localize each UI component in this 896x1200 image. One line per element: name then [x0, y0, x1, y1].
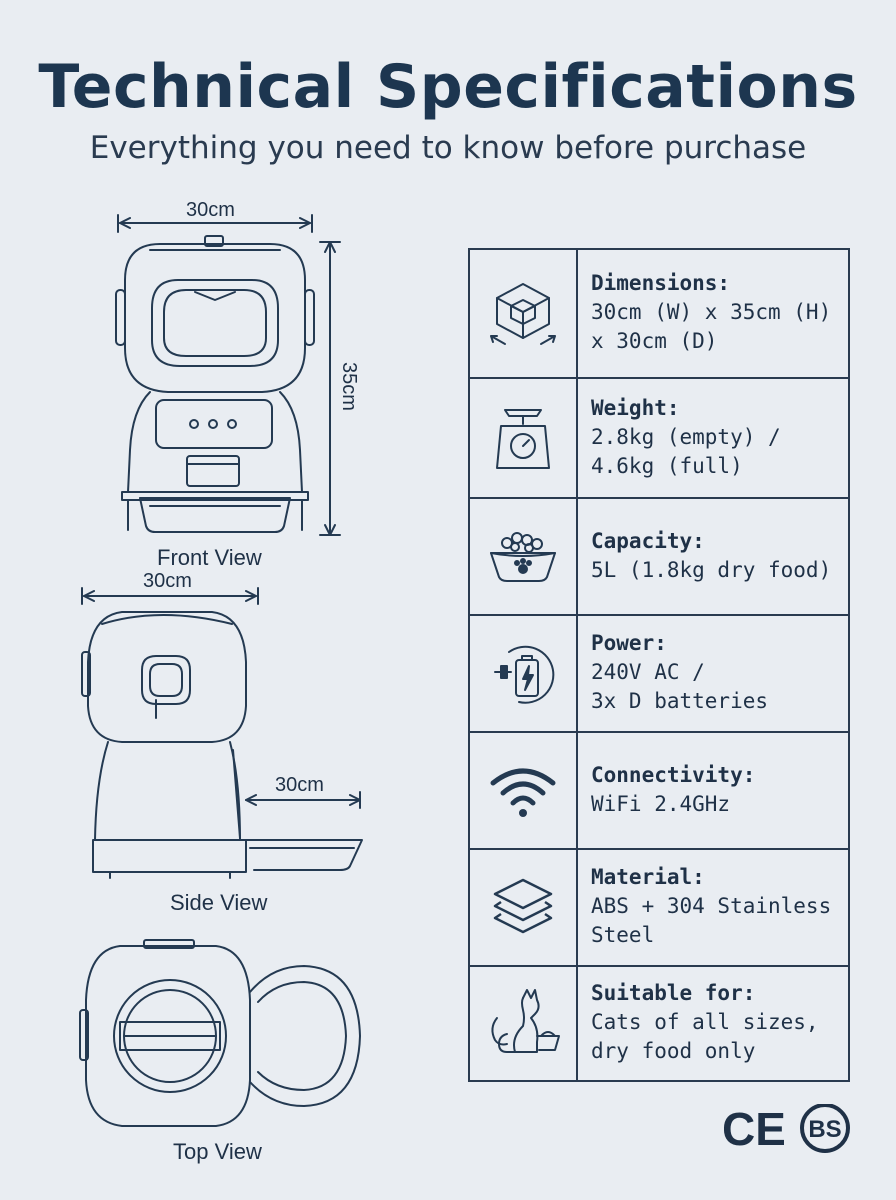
- page-title: Technical Specifications: [38, 52, 858, 122]
- food-bowl-icon: [490, 531, 556, 582]
- spec-value: ABS + 304 Stainless Steel: [591, 894, 832, 947]
- spec-key: Dimensions:: [591, 271, 731, 295]
- spec-key: Power:: [591, 631, 667, 655]
- battery-plug-icon: [494, 645, 555, 704]
- front-height-label: 35cm: [338, 362, 360, 411]
- spec-table: Dimensions: 30cm (W) x 35cm (H) x 30cm (…: [468, 248, 850, 1082]
- spec-key: Connectivity:: [591, 762, 756, 787]
- front-view-label: Front View: [157, 545, 262, 570]
- bs-mark-text: BS: [808, 1116, 841, 1143]
- spec-key: Material:: [591, 865, 705, 889]
- spec-row-suitable: Suitable for: Cats of all sizes, dry foo…: [468, 965, 850, 1082]
- spec-row-power: Power: 240V AC / 3x D batteries: [468, 614, 850, 733]
- top-view-drawing: [79, 939, 361, 1127]
- front-view-drawing: [115, 214, 341, 536]
- side-view-drawing: [81, 587, 363, 879]
- spec-value: 2.8kg (empty) / 4.6kg (full): [591, 424, 781, 478]
- spec-key: Suitable for:: [591, 981, 756, 1005]
- top-view-label: Top View: [173, 1139, 262, 1164]
- spec-key: Weight:: [591, 395, 680, 420]
- spec-value: 240V AC / 3x D batteries: [591, 660, 769, 713]
- spec-key: Capacity:: [591, 528, 705, 553]
- scale-icon: [496, 409, 550, 469]
- page-subtitle: Everything you need to know before purch…: [89, 130, 807, 166]
- cube-dimensions-icon: [490, 282, 556, 345]
- side-tray-label: 30cm: [275, 774, 324, 796]
- side-view-label: Side View: [170, 890, 268, 915]
- cat-icon: [491, 988, 560, 1053]
- spec-row-capacity: Capacity: 5L (1.8kg dry food): [468, 497, 850, 616]
- spec-value: 30cm (W) x 35cm (H) x 30cm (D): [591, 300, 832, 353]
- spec-value: Cats of all sizes, dry food only: [591, 1010, 819, 1063]
- ce-mark: CE: [724, 1104, 784, 1152]
- ce-mark-text: CE: [724, 1104, 784, 1152]
- spec-row-connectivity: Connectivity: WiFi 2.4GHz: [468, 731, 850, 850]
- spec-value: 5L (1.8kg dry food): [591, 557, 832, 582]
- spec-row-weight: Weight: 2.8kg (empty) / 4.6kg (full): [468, 377, 850, 499]
- wifi-icon: [490, 768, 556, 817]
- side-width-label: 30cm: [143, 570, 192, 592]
- spec-row-material: Material: ABS + 304 Stainless Steel: [468, 848, 850, 967]
- spec-row-dimensions: Dimensions: 30cm (W) x 35cm (H) x 30cm (…: [468, 248, 850, 379]
- front-width-label: 30cm: [186, 199, 235, 221]
- spec-value: WiFi 2.4GHz: [591, 791, 731, 816]
- bs-mark: BS: [800, 1104, 850, 1153]
- layers-icon: [493, 878, 553, 933]
